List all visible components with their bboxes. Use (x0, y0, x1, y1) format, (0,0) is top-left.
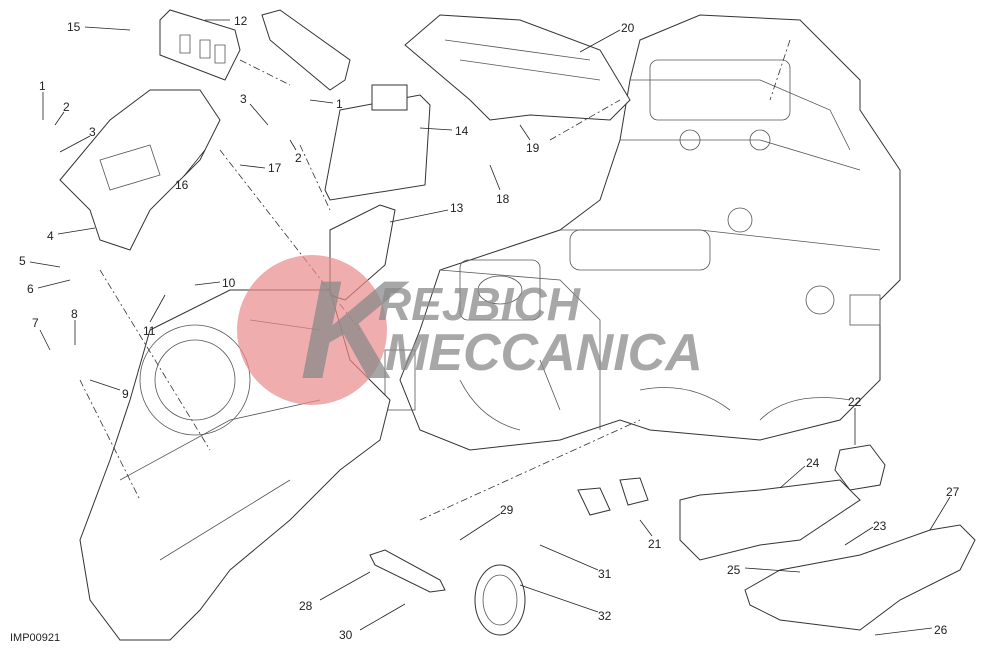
bracket-top (261, 9, 351, 91)
part-22 (834, 444, 886, 491)
engine-assembly (384, 14, 901, 451)
callout-13: 13 (450, 201, 464, 215)
callout-7: 7 (32, 316, 39, 330)
callout-31: 31 (598, 567, 612, 581)
bracket-28 (369, 549, 446, 593)
callout-3: 3 (89, 125, 96, 139)
callout-9: 9 (122, 387, 129, 401)
bracket (59, 89, 221, 251)
callout-30: 30 (339, 628, 353, 642)
callout-12: 12 (234, 14, 248, 28)
callout-2: 2 (63, 100, 70, 114)
ecu (324, 94, 431, 201)
diagram-code: IMP00921 (10, 632, 61, 644)
callout-24: 24 (806, 456, 820, 470)
callout-25: 25 (727, 563, 741, 577)
callout-22: 22 (848, 395, 862, 409)
callout-29: 29 (500, 503, 514, 517)
top-cover (404, 14, 631, 121)
callout-28: 28 (299, 599, 313, 613)
callout-6: 6 (27, 282, 34, 296)
skid-plate (744, 524, 976, 631)
callout-labels: 15 12 1 2 3 3 1 2 14 16 17 13 4 5 6 10 1… (19, 14, 960, 642)
callout-1b: 1 (336, 97, 343, 111)
callout-2b: 2 (295, 151, 302, 165)
callout-14: 14 (455, 124, 469, 138)
svg-text:MECCANICA: MECCANICA (385, 324, 703, 382)
watermark-logo: K REJBICH MECCANICA (237, 251, 703, 408)
svg-text:REJBICH: REJBICH (378, 278, 581, 330)
callout-27: 27 (946, 485, 960, 499)
callout-1: 1 (39, 79, 46, 93)
part-21 (577, 477, 649, 516)
callout-4: 4 (47, 229, 54, 243)
svg-text:K: K (300, 251, 410, 408)
leader-lines (29, 19, 951, 636)
callout-21: 21 (648, 537, 662, 551)
callout-26: 26 (934, 623, 948, 637)
callout-17: 17 (268, 161, 282, 175)
callout-19: 19 (526, 141, 540, 155)
callout-23: 23 (873, 519, 887, 533)
callout-10: 10 (222, 276, 236, 290)
callout-16: 16 (175, 178, 189, 192)
callout-20: 20 (621, 21, 635, 35)
callout-15: 15 (67, 20, 81, 34)
callout-5: 5 (19, 254, 26, 268)
callout-11: 11 (143, 324, 156, 338)
horn (474, 564, 526, 636)
callout-3b: 3 (240, 92, 247, 106)
bracket-24 (679, 479, 861, 561)
callout-18: 18 (496, 192, 510, 206)
callout-32: 32 (598, 609, 612, 623)
callout-8: 8 (71, 307, 78, 321)
